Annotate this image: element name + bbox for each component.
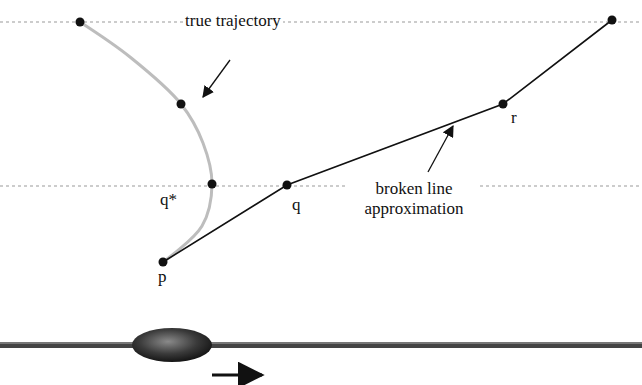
line-label: broken line approximation	[348, 179, 480, 218]
detector-plane	[0, 186, 642, 187]
curve-label: true trajectory	[183, 11, 283, 31]
true-trajectory-curve	[80, 22, 212, 262]
leader-arrow	[203, 60, 230, 97]
broken-line	[163, 20, 612, 262]
hit-point	[608, 16, 617, 25]
point-label: q	[290, 195, 303, 215]
beam-line	[0, 342, 642, 348]
particle-bunch	[132, 328, 212, 362]
hit-point	[76, 18, 85, 27]
point-label: r	[509, 108, 519, 128]
point-label: q*	[158, 190, 179, 210]
direction-arrow	[212, 374, 262, 377]
hit-point	[283, 181, 292, 190]
hit-point	[499, 100, 508, 109]
beam-line-highlight	[0, 343, 642, 344]
hit-point	[208, 180, 217, 189]
detector-plane	[0, 22, 642, 23]
leader-arrow	[428, 126, 453, 172]
hit-point	[177, 100, 186, 109]
point-label: p	[156, 267, 169, 287]
hit-point	[159, 258, 168, 267]
